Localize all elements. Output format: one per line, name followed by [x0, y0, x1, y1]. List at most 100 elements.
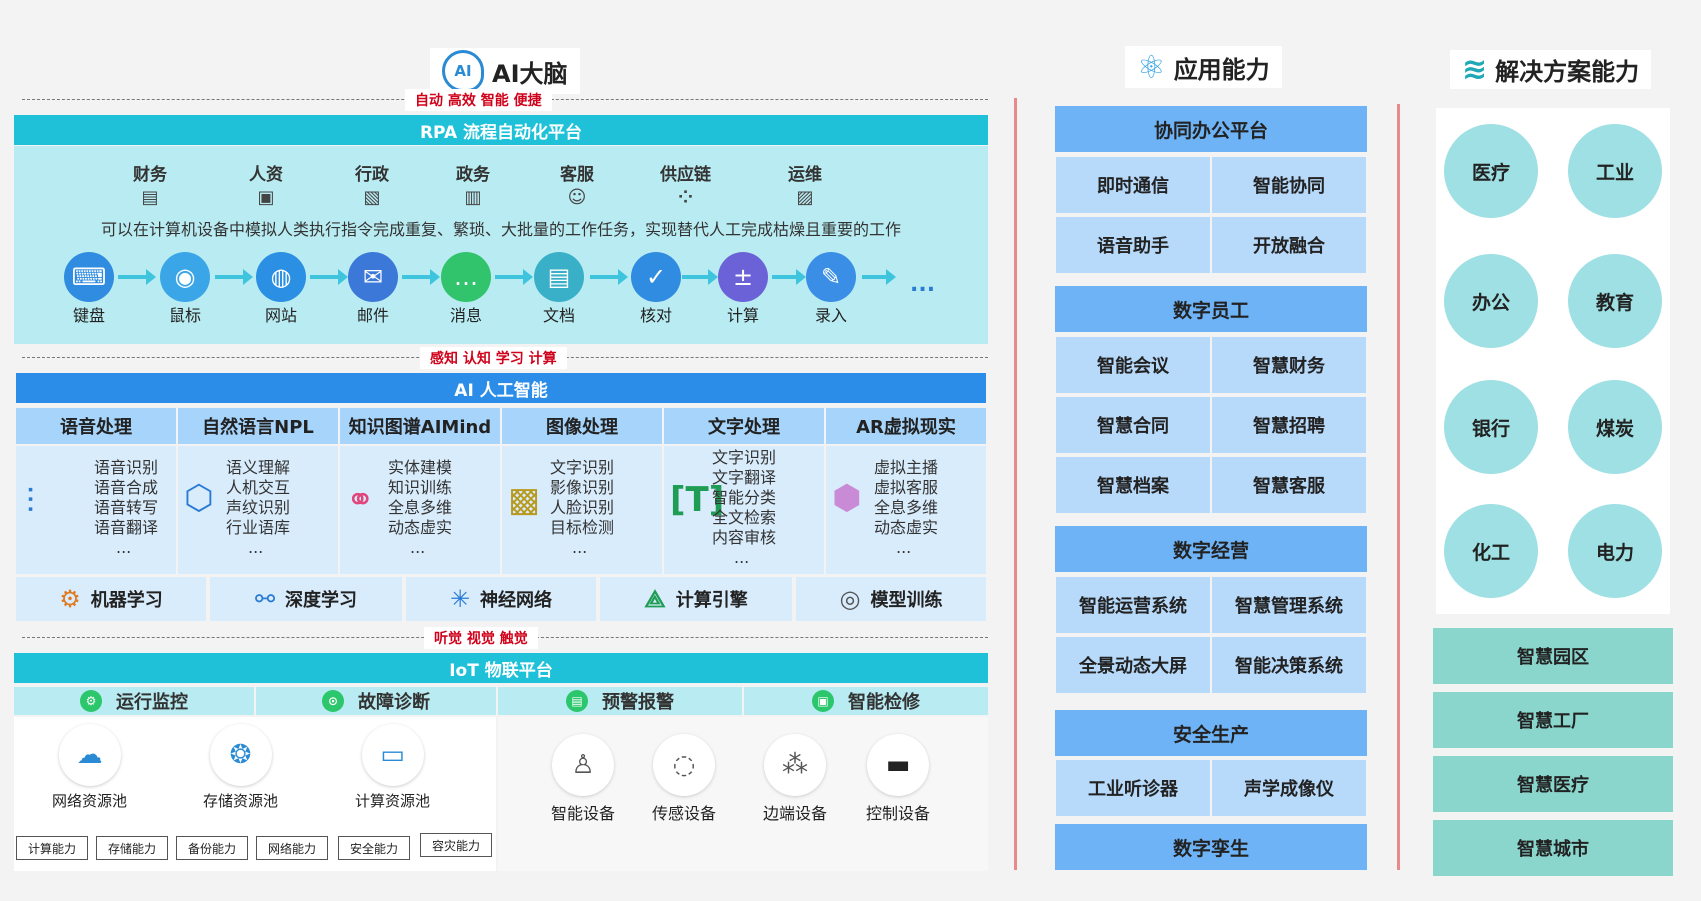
- cap-storage: 存储能力: [96, 836, 168, 860]
- solution-park[interactable]: 智慧园区: [1433, 628, 1673, 684]
- dept-service[interactable]: 客服☺: [560, 165, 594, 208]
- app-recruit[interactable]: 智慧招聘: [1212, 397, 1366, 453]
- app-acoustic[interactable]: 声学成像仪: [1212, 760, 1366, 816]
- brain-gear-icon: ⚙: [59, 585, 81, 613]
- step-keyboard[interactable]: ⌨键盘: [64, 252, 114, 326]
- step-input[interactable]: ✎录入: [806, 252, 856, 326]
- solution-hospital[interactable]: 智慧医疗: [1433, 756, 1673, 812]
- solution-city[interactable]: 智慧城市: [1433, 820, 1673, 876]
- solution-power[interactable]: 电力: [1568, 504, 1662, 598]
- app-group-twin[interactable]: 数字孪生: [1055, 824, 1367, 870]
- flow-arrow: [402, 269, 440, 285]
- app-group-office[interactable]: 协同办公平台: [1055, 106, 1367, 152]
- dept-ops[interactable]: 运维▨: [788, 165, 822, 208]
- file-check-icon: ▧: [363, 187, 381, 208]
- ai-col-body-2: ⬡ 语义理解 人机交互 声纹识别 行业语库 ...: [178, 446, 338, 574]
- ml-deep-learning[interactable]: ⚯深度学习: [210, 577, 402, 621]
- step-web[interactable]: ◍网站: [256, 252, 306, 326]
- keyboard-icon: ⌨: [64, 252, 114, 302]
- step-verify[interactable]: ✓核对: [631, 252, 681, 326]
- step-doc[interactable]: ▤文档: [534, 252, 584, 326]
- ml-model-training[interactable]: ◎模型训练: [796, 577, 986, 621]
- step-mail[interactable]: ✉邮件: [348, 252, 398, 326]
- iot-monitor[interactable]: ⚙运行监控: [14, 687, 254, 715]
- app-group-safety[interactable]: 安全生产: [1055, 710, 1367, 756]
- app-voice[interactable]: 语音助手: [1056, 217, 1210, 273]
- knowledge-graph-icon: ⚭: [346, 480, 375, 520]
- solution-medical[interactable]: 医疗: [1444, 124, 1538, 218]
- step-message[interactable]: …消息: [441, 252, 491, 326]
- app-contract[interactable]: 智慧合同: [1056, 397, 1210, 453]
- storage-icon: ❂: [209, 724, 272, 786]
- app-stethoscope[interactable]: 工业听诊器: [1056, 760, 1210, 816]
- solution-coal[interactable]: 煤炭: [1568, 380, 1662, 474]
- app-archive[interactable]: 智慧档案: [1056, 457, 1210, 513]
- rpa-title: RPA 流程自动化平台: [14, 115, 988, 145]
- dept-supply[interactable]: 供应链⁘: [660, 165, 711, 208]
- cap-disaster: 容灾能力: [420, 833, 492, 857]
- ai-col-head-3[interactable]: 知识图谱AIMind: [340, 408, 500, 444]
- solution-office[interactable]: 办公: [1444, 254, 1538, 348]
- solution-education[interactable]: 教育: [1568, 254, 1662, 348]
- ml-machine-learning[interactable]: ⚙机器学习: [16, 577, 206, 621]
- dept-gov[interactable]: 政务▥: [456, 165, 490, 208]
- ai-col-body-6: ⬢ 虚拟主播 虚拟客服 全息多维 动态虚实 ...: [826, 446, 986, 574]
- tag-3: 听觉 视觉 触觉: [424, 627, 538, 649]
- step-mouse[interactable]: ◉鼠标: [160, 252, 210, 326]
- globe-icon: ◍: [256, 252, 306, 302]
- solution-bank[interactable]: 银行: [1444, 380, 1538, 474]
- app-decision[interactable]: 智能决策系统: [1212, 637, 1366, 693]
- device-sensor[interactable]: ◌传感设备: [652, 734, 716, 824]
- ai-col-head-4[interactable]: 图像处理: [502, 408, 662, 444]
- app-collab[interactable]: 智能协同: [1212, 157, 1366, 213]
- app-service[interactable]: 智慧客服: [1212, 457, 1366, 513]
- app-open[interactable]: 开放融合: [1212, 217, 1366, 273]
- steps-more: ...: [910, 272, 936, 297]
- app-finance[interactable]: 智慧财务: [1212, 337, 1366, 393]
- solution-factory[interactable]: 智慧工厂: [1433, 692, 1673, 748]
- cap-security: 安全能力: [338, 836, 410, 860]
- solution-chemical[interactable]: 化工: [1444, 504, 1538, 598]
- pool-network[interactable]: ☁网络资源池: [52, 724, 127, 811]
- flow-arrow: [590, 269, 628, 285]
- app-dashboard[interactable]: 全景动态大屏: [1056, 637, 1210, 693]
- iot-repair[interactable]: ▣智能检修: [744, 687, 988, 715]
- pool-storage[interactable]: ❂存储资源池: [203, 724, 278, 811]
- ai-col-head-1[interactable]: 语音处理: [16, 408, 176, 444]
- mouse-icon: ◉: [160, 252, 210, 302]
- image-process-icon: ▩: [508, 480, 541, 520]
- step-calc[interactable]: ±计算: [718, 252, 768, 326]
- monitor-icon: ⚙: [80, 690, 102, 712]
- ai-col-head-5[interactable]: 文字处理: [664, 408, 824, 444]
- app-mgmt-system[interactable]: 智慧管理系统: [1212, 577, 1366, 633]
- app-group-business[interactable]: 数字经营: [1055, 526, 1367, 572]
- layers-icon: ≋: [1462, 52, 1488, 87]
- flow-arrow: [310, 269, 348, 285]
- device-smart[interactable]: ♙智能设备: [551, 734, 615, 824]
- app-group-employee[interactable]: 数字员工: [1055, 286, 1367, 332]
- pool-compute[interactable]: ▭计算资源池: [355, 724, 430, 811]
- device-edge[interactable]: ⁂边端设备: [763, 734, 827, 824]
- ai-col-head-6[interactable]: AR虚拟现实: [826, 408, 986, 444]
- solution-industry[interactable]: 工业: [1568, 124, 1662, 218]
- tag-1: 自动 高效 智能 便捷: [405, 89, 552, 111]
- ai-col-body-4: ▩ 文字识别 影像识别 人脸识别 目标检测 ...: [502, 446, 662, 574]
- ml-compute-engine[interactable]: ⟁计算引擎: [600, 577, 792, 621]
- iot-diagnose[interactable]: ⊙故障诊断: [256, 687, 496, 715]
- rpa-description: 可以在计算机设备中模拟人类执行指令完成重复、繁琐、大批量的工作任务，实现替代人工…: [100, 220, 901, 239]
- ai-col-head-2[interactable]: 自然语言NPL: [178, 408, 338, 444]
- dept-hr[interactable]: 人资▣: [249, 165, 283, 208]
- dept-finance[interactable]: 财务▤: [133, 165, 167, 208]
- device-control[interactable]: ▬控制设备: [866, 734, 930, 824]
- ai-head-icon: AI: [442, 50, 484, 92]
- neural-icon: ✳: [449, 585, 471, 613]
- iot-title: IoT 物联平台: [14, 653, 988, 683]
- dept-admin[interactable]: 行政▧: [355, 165, 389, 208]
- ml-neural-network[interactable]: ✳神经网络: [406, 577, 596, 621]
- edit-icon: ✎: [806, 252, 856, 302]
- ledger-icon: ▤: [141, 187, 159, 208]
- app-ops-system[interactable]: 智能运营系统: [1056, 577, 1210, 633]
- app-meeting[interactable]: 智能会议: [1056, 337, 1210, 393]
- app-im[interactable]: 即时通信: [1056, 157, 1210, 213]
- iot-alarm[interactable]: ▤预警报警: [498, 687, 742, 715]
